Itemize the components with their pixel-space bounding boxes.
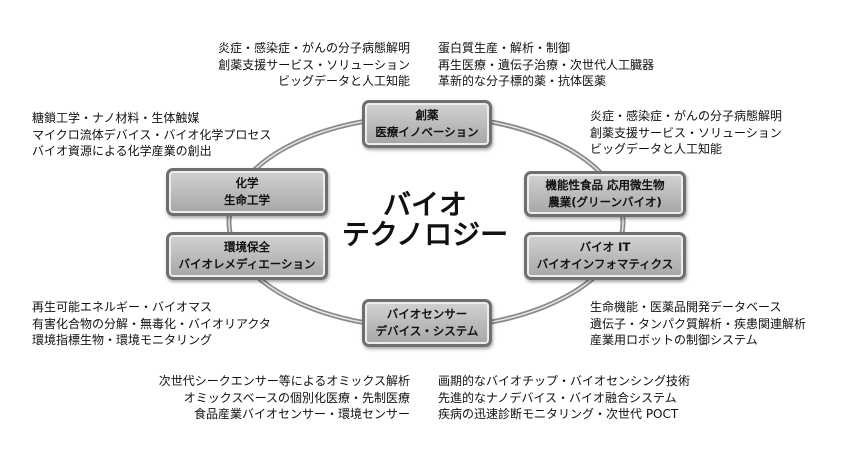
center-title-line2: テクノロジー	[341, 218, 509, 251]
node-label: 環境保全	[224, 240, 270, 254]
node-label: バイオセンサー	[386, 307, 468, 321]
node-drug-discovery: 創薬 医療イノベーション	[362, 100, 492, 148]
note-line: ビッグデータと人工知能	[590, 142, 723, 156]
note-top-left: 炎症・感染症・がんの分子病態解明 創薬支援サービス・ソリューション ビッグデータ…	[218, 40, 410, 90]
note-line: オミックスベースの個別化医療・先制医療	[183, 390, 410, 405]
node-label: バイオ IT	[579, 240, 631, 254]
note-upper-left: 糖鎖工学・ナノ材料・生体触媒 マイクロ流体デバイス・バイオ化学プロセス バイオ資…	[32, 110, 271, 160]
note-line: ビッグデータと人工知能	[277, 74, 410, 88]
node-label: 機能性食品 応用微生物	[545, 178, 665, 192]
note-line: 産業用ロボットの制御システム	[590, 333, 758, 347]
note-line: 蛋白質生産・解析・制御	[438, 41, 571, 55]
note-line: 生命機能・医薬品開発データベース	[590, 300, 782, 314]
note-line: バイオ資源による化学産業の創出	[32, 144, 212, 158]
node-label: バイオインフォマティクス	[536, 257, 674, 271]
node-label: 農業(グリーンバイオ)	[548, 195, 662, 209]
note-line: 有害化合物の分解・無毒化・バイオリアクタ	[32, 316, 271, 331]
node-biosensor: バイオセンサー デバイス・システム	[362, 299, 492, 347]
note-bottom-left: 次世代シークエンサー等によるオミックス解析 オミックスベースの個別化医療・先制医…	[159, 373, 410, 423]
note-line: 炎症・感染症・がんの分子病態解明	[590, 109, 783, 123]
note-line: 創薬支援サービス・ソリューション	[218, 57, 410, 72]
note-lower-right: 生命機能・医薬品開発データベース 遺伝子・タンパク質解析・疾患関連解析 産業用ロ…	[590, 299, 806, 349]
note-line: 再生可能エネルギー・バイオマス	[32, 300, 213, 314]
node-bio-it: バイオ IT バイオインフォマティクス	[524, 232, 686, 280]
node-label: 生命工学	[224, 193, 270, 207]
node-environment: 環境保全 バイオレメディエーション	[166, 232, 328, 280]
note-line: 先進的なナノデバイス・バイオ融合システム	[438, 390, 677, 405]
note-top-right: 蛋白質生産・解析・制御 再生医療・遺伝子治療・次世代人工臓器 革新的な分子標的薬…	[438, 40, 654, 90]
note-line: 食品産業バイオセンサー・環境センサー	[193, 407, 410, 421]
note-line: 次世代シークエンサー等によるオミックス解析	[158, 374, 410, 388]
note-line: 遺伝子・タンパク質解析・疾患関連解析	[590, 316, 807, 331]
note-lower-left: 再生可能エネルギー・バイオマス 有害化合物の分解・無毒化・バイオリアクタ 環境指…	[32, 299, 271, 349]
note-line: マイクロ流体デバイス・バイオ化学プロセス	[32, 127, 272, 142]
center-title: バイオ テクノロジー	[325, 190, 525, 250]
note-line: 糖鎖工学・ナノ材料・生体触媒	[32, 111, 200, 125]
note-line: 革新的な分子標的薬・抗体医薬	[438, 74, 607, 88]
note-line: 再生医療・遺伝子治療・次世代人工臓器	[438, 57, 655, 72]
note-line: 画期的なバイオチップ・バイオセンシング技術	[438, 374, 691, 388]
node-label: デバイス・システム	[375, 324, 479, 338]
note-line: 炎症・感染症・がんの分子病態解明	[217, 41, 410, 55]
note-line: 環境指標生物・環境モニタリング	[32, 333, 213, 347]
node-chemistry: 化学 生命工学	[166, 168, 328, 216]
center-title-line1: バイオ	[382, 188, 467, 221]
note-line: 疾病の迅速診断モニタリング・次世代 POCT	[438, 407, 679, 421]
node-functional-food: 機能性食品 応用微生物 農業(グリーンバイオ)	[524, 171, 686, 217]
note-line: 創薬支援サービス・ソリューション	[590, 125, 782, 140]
note-upper-right: 炎症・感染症・がんの分子病態解明 創薬支援サービス・ソリューション ビッグデータ…	[590, 108, 782, 158]
node-label: 創薬	[415, 108, 439, 122]
node-label: 化学	[235, 176, 259, 190]
node-label: バイオレメディエーション	[178, 257, 316, 271]
node-label: 医療イノベーション	[375, 125, 479, 139]
note-bottom-right: 画期的なバイオチップ・バイオセンシング技術 先進的なナノデバイス・バイオ融合シス…	[438, 373, 690, 423]
